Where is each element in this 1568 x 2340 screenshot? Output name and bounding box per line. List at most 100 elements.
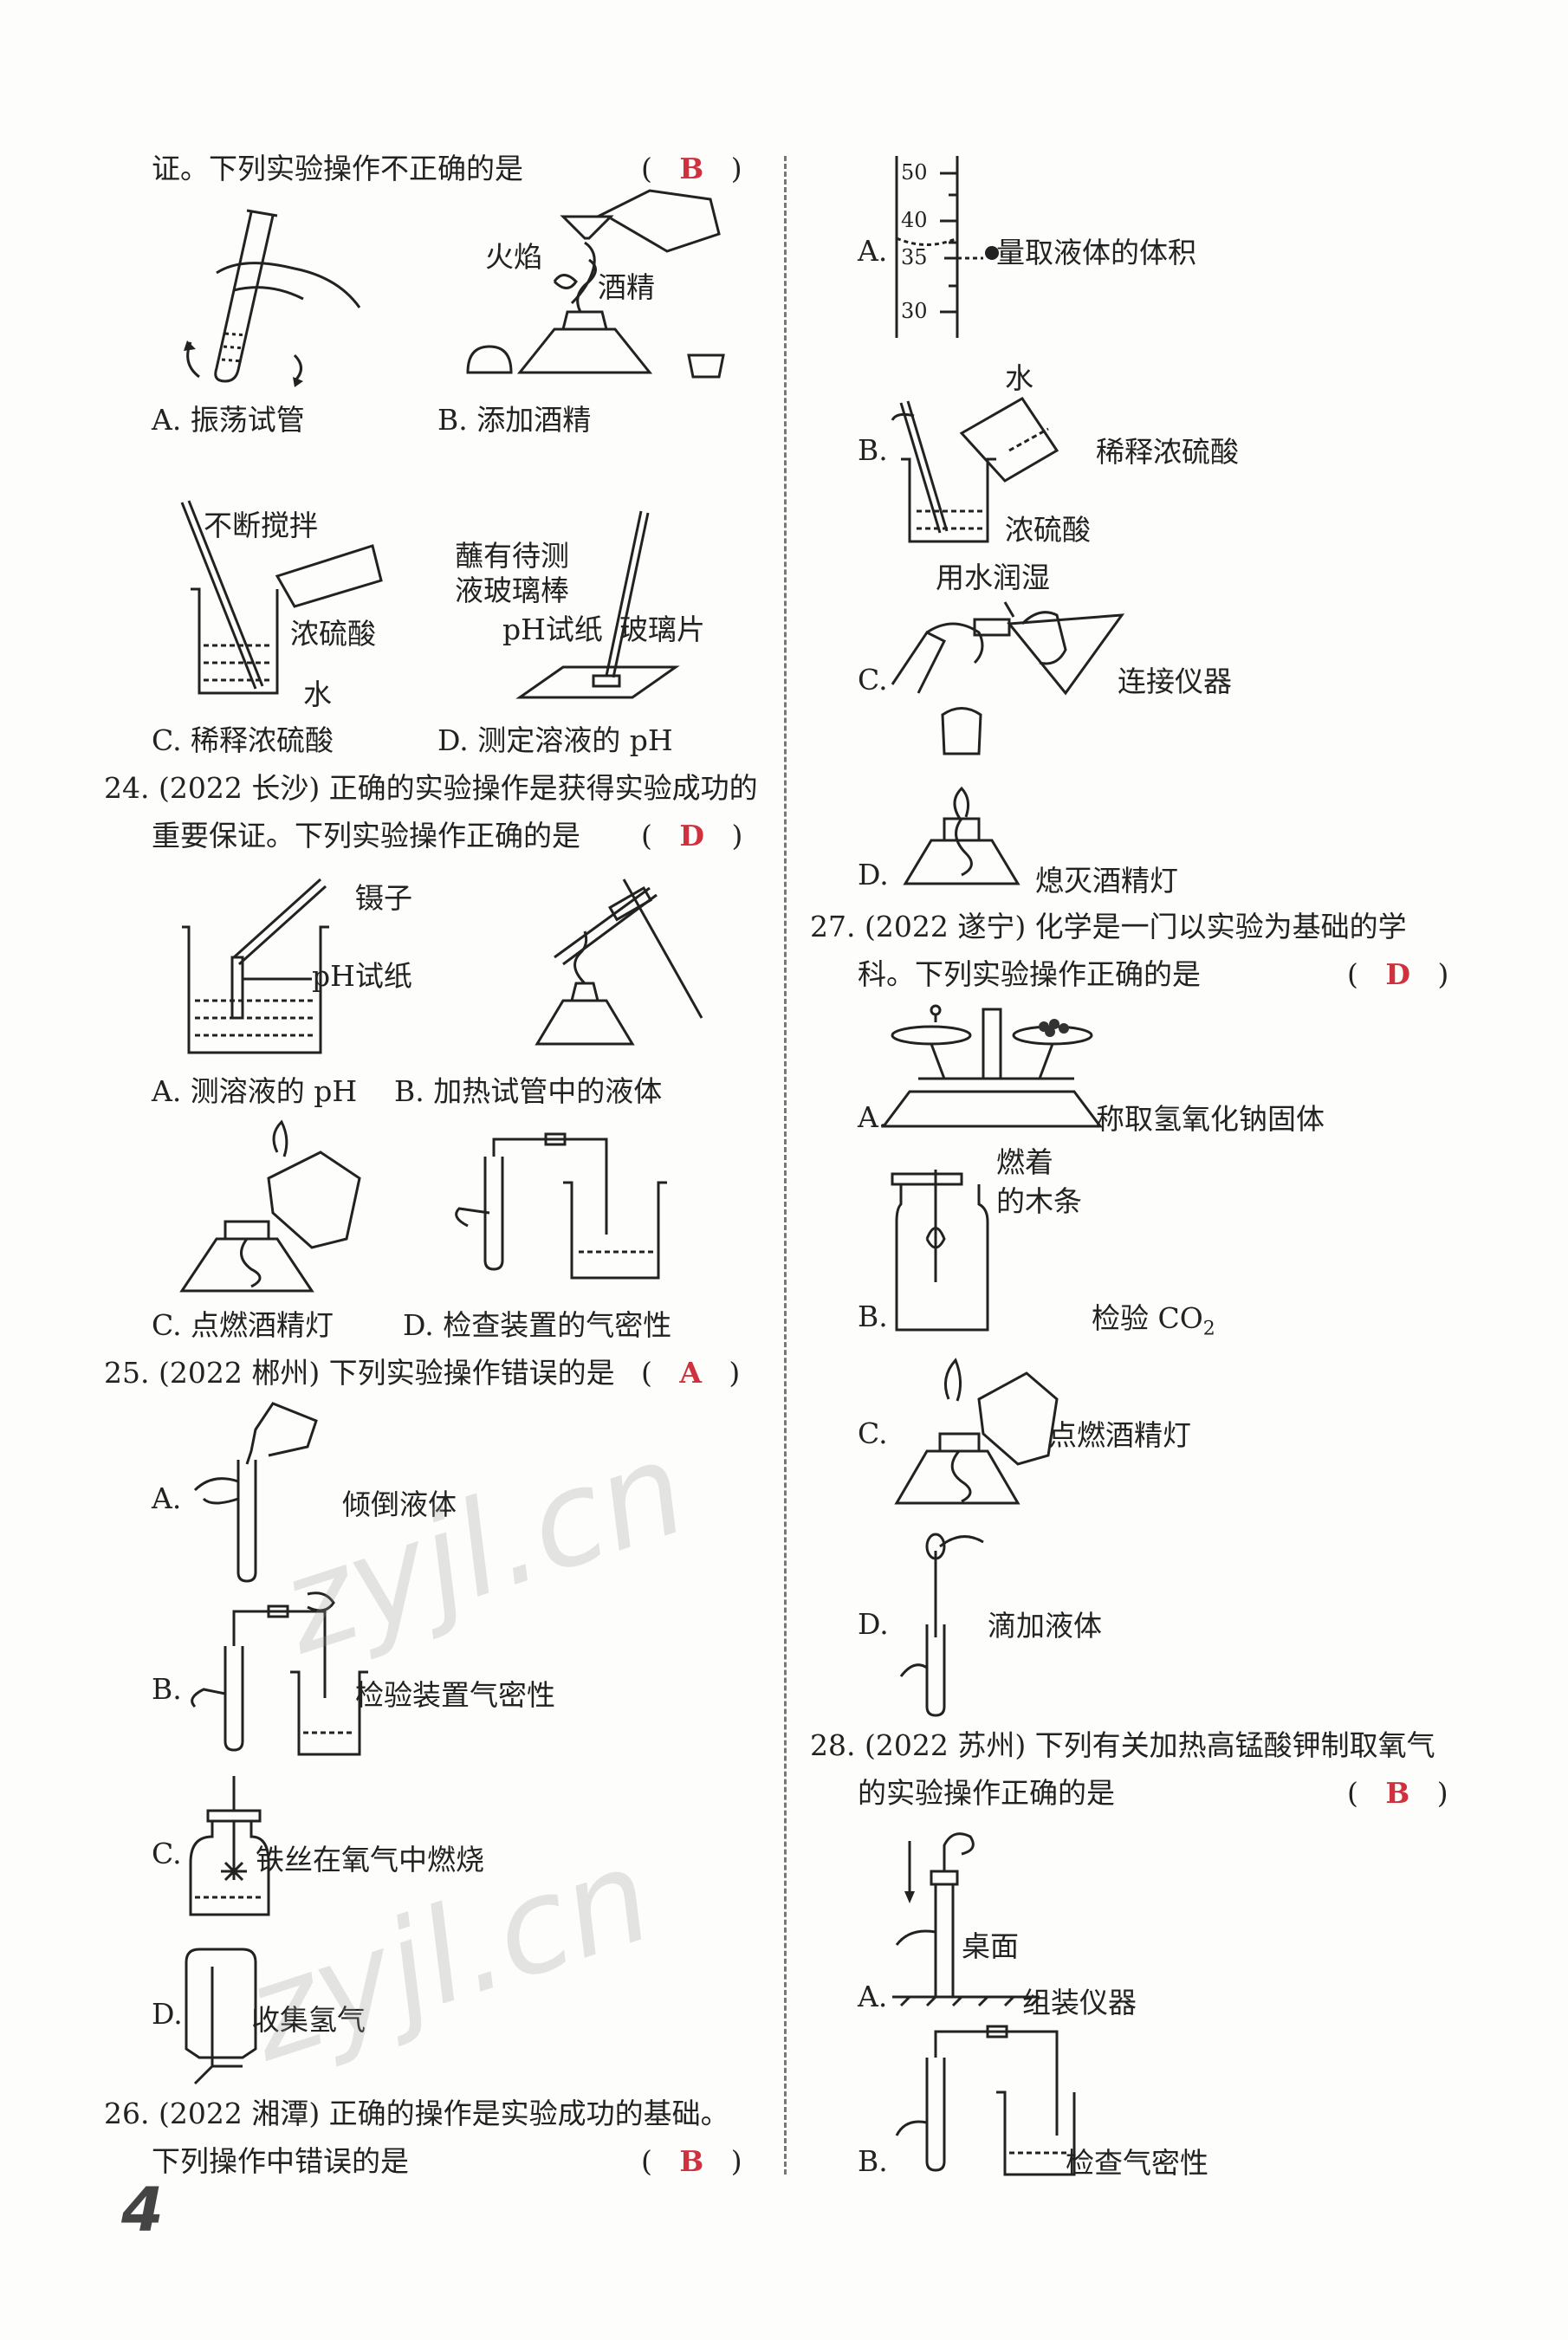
q26-c-letter: C. <box>858 663 888 697</box>
q23-c-acid-label: 浓硫酸 <box>290 617 376 651</box>
q26-c-text: 连接仪器 <box>1118 664 1232 698</box>
q28-figure-a <box>892 1824 1041 2009</box>
q26-b-acid-label: 浓硫酸 <box>1005 513 1091 547</box>
q25-figure-d <box>178 1945 264 2096</box>
q25-a-letter: A. <box>152 1481 182 1515</box>
q23-d-glass-label: 玻璃片 <box>619 613 705 646</box>
q26-c-wet-label: 用水润湿 <box>936 561 1050 594</box>
q25-stem: 25. (2022 郴州) 下列实验操作错误的是 <box>104 1356 615 1390</box>
q23-figure-c <box>173 494 390 705</box>
q24-answer-bracket: ( D ) <box>641 819 743 852</box>
q25-d-letter: D. <box>152 1997 183 2031</box>
q23-b-flame-label: 火焰 <box>485 240 542 274</box>
q26-a-tick-40: 40 <box>901 208 928 232</box>
q25-answer: A <box>679 1356 702 1390</box>
q23-option-d: D. 测定溶液的 pH <box>437 723 673 757</box>
q28-b-text: 检查气密性 <box>1066 2146 1208 2180</box>
q27-c-letter: C. <box>858 1416 888 1450</box>
q26-stem-line-2: 下列操作中错误的是 <box>152 2144 409 2178</box>
q25-c-text: 铁丝在氧气中燃烧 <box>256 1843 484 1877</box>
q26-figure-a <box>892 156 1005 341</box>
page-number: 4 <box>121 2175 164 2246</box>
q28-b-letter: B. <box>858 2144 888 2178</box>
q25-b-letter: B. <box>152 1672 182 1706</box>
q27-d-text: 滴加液体 <box>988 1609 1102 1643</box>
q25-figure-b <box>186 1568 368 1762</box>
q27-answer-bracket: ( D ) <box>1347 957 1449 991</box>
q27-b-text: 检验 CO2 <box>1092 1301 1215 1340</box>
q25-a-text: 倾倒液体 <box>342 1488 457 1521</box>
q28-answer: B <box>1385 1776 1410 1810</box>
q27-b-label-2: 的木条 <box>996 1184 1082 1218</box>
q24-figure-c <box>173 1119 381 1303</box>
q27-stem-line-1: 27. (2022 遂宁) 化学是一门以实验为基础的学 <box>810 910 1407 943</box>
q26-answer-bracket: ( B ) <box>641 2144 742 2178</box>
q24-stem-line-2: 重要保证。下列实验操作正确的是 <box>152 819 580 852</box>
q24-option-c: C. 点燃酒精灯 <box>152 1308 334 1342</box>
q23-figure-d <box>511 502 684 705</box>
q23-figure-a <box>165 204 364 389</box>
q28-a-text: 组装仪器 <box>1022 1986 1137 2019</box>
q23-answer: B <box>679 152 704 185</box>
q24-figure-a <box>173 871 381 1065</box>
q23-d-rod-label-2: 液玻璃棒 <box>455 574 569 607</box>
q28-a-letter: A. <box>858 1980 888 2013</box>
q28-figure-b <box>892 2023 1076 2182</box>
q26-b-text: 稀释浓硫酸 <box>1096 435 1239 469</box>
q25-c-letter: C. <box>152 1837 182 1870</box>
q27-b-letter: B. <box>858 1300 888 1333</box>
q27-d-letter: D. <box>858 1607 889 1641</box>
q24-a-tweezers-label: 镊子 <box>355 881 412 915</box>
q25-figure-c <box>182 1776 277 1927</box>
q26-a-letter: A. <box>858 234 888 268</box>
q28-a-table-label: 桌面 <box>962 1929 1019 1963</box>
q27-stem-line-2: 科。下列实验操作正确的是 <box>858 957 1201 991</box>
q26-figure-b <box>891 381 1066 558</box>
q23-option-b: B. 添加酒精 <box>437 403 592 437</box>
q26-a-tick-35: 35 <box>901 245 928 269</box>
q24-stem-line-1: 24. (2022 长沙) 正确的实验操作是获得实验成功的 <box>104 771 758 805</box>
q25-d-text: 收集氢气 <box>251 2003 366 2037</box>
q24-answer: D <box>679 819 704 852</box>
q26-figure-d <box>892 706 1022 896</box>
q23-b-alcohol-label: 酒精 <box>598 270 655 304</box>
q27-a-letter: A. <box>858 1100 888 1134</box>
q24-figure-b <box>502 871 719 1065</box>
q26-b-water-label: 水 <box>1005 361 1033 395</box>
column-divider <box>784 156 787 2175</box>
q26-stem-line-1: 26. (2022 湘潭) 正确的操作是实验成功的基础。 <box>104 2097 729 2130</box>
q23-c-stir-label: 不断搅拌 <box>204 509 318 542</box>
q27-b-label-1: 燃着 <box>996 1145 1053 1179</box>
q23-figure-b <box>459 189 745 402</box>
q26-a-tick-30: 30 <box>901 299 928 323</box>
q27-figure-d <box>892 1529 988 1723</box>
q26-a-tick-50: 50 <box>901 160 928 185</box>
q26-b-letter: B. <box>858 433 888 467</box>
q24-a-paper-label: pH试纸 <box>312 959 412 993</box>
q27-figure-b <box>891 1170 996 1338</box>
q23-option-c: C. 稀释浓硫酸 <box>152 723 334 757</box>
q23-d-rod-label-1: 蘸有待测 <box>455 539 569 573</box>
q23-d-paper-label: pH试纸 <box>502 613 603 646</box>
q27-a-text: 称取氢氧化钠固体 <box>1096 1102 1325 1136</box>
q23-c-water-label: 水 <box>303 677 332 711</box>
q23-option-a: A. 振荡试管 <box>152 403 305 437</box>
q23-stem: 证。下列实验操作不正确的是 <box>152 152 523 185</box>
q26-d-letter: D. <box>858 858 889 891</box>
q28-answer-bracket: ( B ) <box>1347 1776 1448 1810</box>
q24-option-a: A. 测溶液的 pH <box>152 1074 358 1108</box>
q25-answer-bracket: ( A ) <box>641 1356 741 1390</box>
q26-d-text: 熄灭酒精灯 <box>1035 864 1178 898</box>
q26-figure-c <box>891 598 1126 705</box>
watermark-1: zyjl.cn <box>263 1412 703 1684</box>
q25-figure-a <box>186 1402 318 1589</box>
q27-c-text: 点燃酒精灯 <box>1048 1418 1191 1452</box>
q27-figure-a <box>881 1004 1103 1138</box>
q25-b-text: 检验装置气密性 <box>355 1678 555 1712</box>
q24-figure-d <box>450 1131 693 1290</box>
q24-option-d: D. 检查装置的气密性 <box>403 1308 672 1342</box>
q27-answer: D <box>1385 957 1410 991</box>
q28-stem-line-2: 的实验操作正确的是 <box>858 1776 1115 1810</box>
q24-option-b: B. 加热试管中的液体 <box>394 1074 663 1108</box>
